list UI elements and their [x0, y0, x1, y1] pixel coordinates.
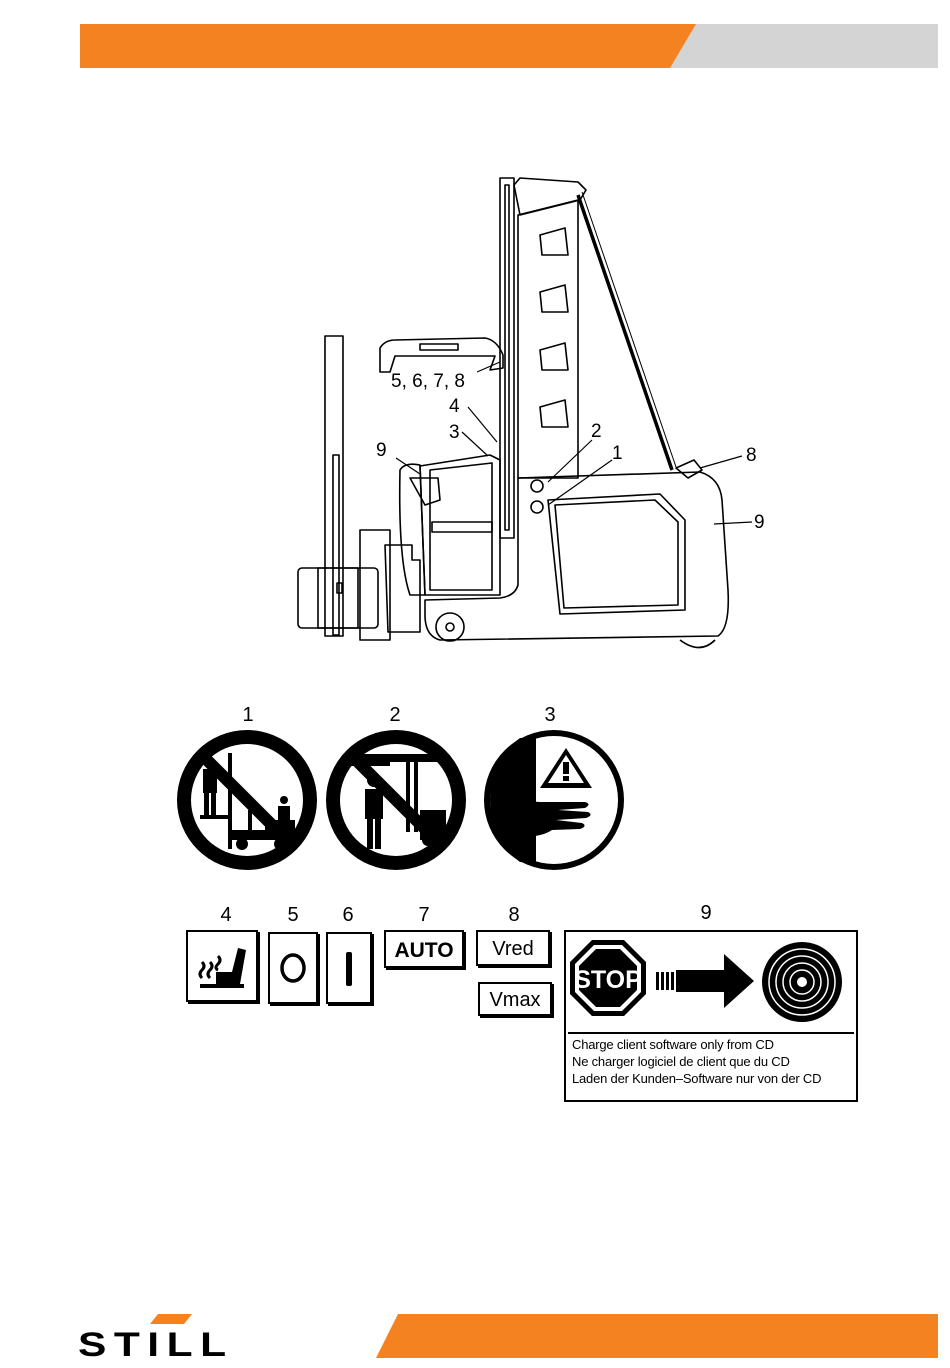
sign-2-no-standing-under-fork	[326, 730, 466, 870]
label-9-software-warning: STOP Charge client software only from CD…	[564, 930, 858, 1102]
label-8-vred: Vred	[476, 930, 550, 966]
fork-mast	[325, 336, 343, 636]
warning-sticker-2	[531, 480, 543, 492]
label-9-line-fr: Ne charger logiciel de client que du CD	[572, 1055, 790, 1068]
battery-cover-inner	[555, 500, 678, 608]
main-mast-rail-inner	[505, 185, 509, 530]
fork-carriage-inner	[318, 568, 358, 628]
mast-window-4	[540, 400, 568, 427]
guard-light	[420, 344, 458, 350]
label-9-line-en: Charge client software only from CD	[572, 1038, 774, 1051]
logo-accent	[150, 1314, 192, 1324]
label-9-line-de: Laden der Kunden–Software nur von der CD	[572, 1072, 821, 1085]
footer-orange-bar	[376, 1314, 938, 1358]
stop-text: STOP	[574, 966, 642, 994]
label-7-auto: AUTO	[384, 930, 464, 968]
cab-panel	[430, 463, 492, 590]
callout-9-left: 9	[376, 441, 387, 460]
charger-socket	[676, 460, 702, 478]
seat-heating-icon	[188, 932, 256, 1000]
label-7-number: 7	[404, 905, 444, 925]
truck-illustration	[0, 0, 950, 680]
on-symbol-icon	[328, 934, 370, 1002]
label-6-on	[326, 932, 372, 1004]
sign-1-no-person-under-load	[177, 730, 317, 870]
label-4-seat-heating	[186, 930, 258, 1002]
stop-cd-graphic: STOP	[566, 932, 856, 1032]
mast-window-3	[540, 343, 568, 370]
label-8-vmax: Vmax	[478, 982, 552, 1016]
fork-carriage	[298, 568, 378, 628]
label-4-number: 4	[206, 905, 246, 925]
sign-3-crush-hazard	[484, 730, 624, 870]
callout-9-right: 9	[754, 513, 765, 532]
label-8-text-vred: Vred	[478, 939, 548, 959]
label-7-text: AUTO	[386, 940, 462, 961]
label-9-divider	[568, 1032, 854, 1034]
mast-window-2	[540, 285, 568, 312]
cab-control	[410, 478, 440, 505]
callout-1: 1	[612, 444, 623, 463]
fork-mast-inner	[333, 455, 339, 635]
callout-3: 3	[449, 423, 460, 442]
callout-5-6-7-8: 5, 6, 7, 8	[391, 372, 465, 391]
warning-sticker-1	[531, 501, 543, 513]
battery-cover	[548, 494, 685, 614]
label-8-text-vmax: Vmax	[480, 990, 550, 1010]
front-wheel	[436, 613, 464, 641]
label-5-off	[268, 932, 318, 1004]
label-6-number: 6	[328, 905, 368, 925]
mast-head	[514, 178, 586, 215]
label-8-number: 8	[494, 905, 534, 925]
callout-8: 8	[746, 446, 757, 465]
callout-2: 2	[591, 422, 602, 441]
arrow-icon	[656, 954, 754, 1008]
round-signs	[0, 720, 950, 880]
still-logo: STILL	[78, 1328, 234, 1362]
cab-console	[432, 522, 492, 532]
mast-window-1	[540, 228, 568, 255]
label-9-number: 9	[686, 903, 726, 923]
off-symbol-icon	[270, 934, 316, 1002]
overhead-guard	[380, 338, 503, 372]
chassis	[425, 472, 728, 640]
mast-shield	[518, 200, 578, 478]
front-wheel-hub	[446, 623, 454, 631]
rear-wheel	[680, 640, 715, 648]
label-5-number: 5	[273, 905, 313, 925]
cd-icon	[762, 942, 842, 1022]
main-mast-rail	[500, 178, 514, 538]
callout-4: 4	[449, 397, 460, 416]
